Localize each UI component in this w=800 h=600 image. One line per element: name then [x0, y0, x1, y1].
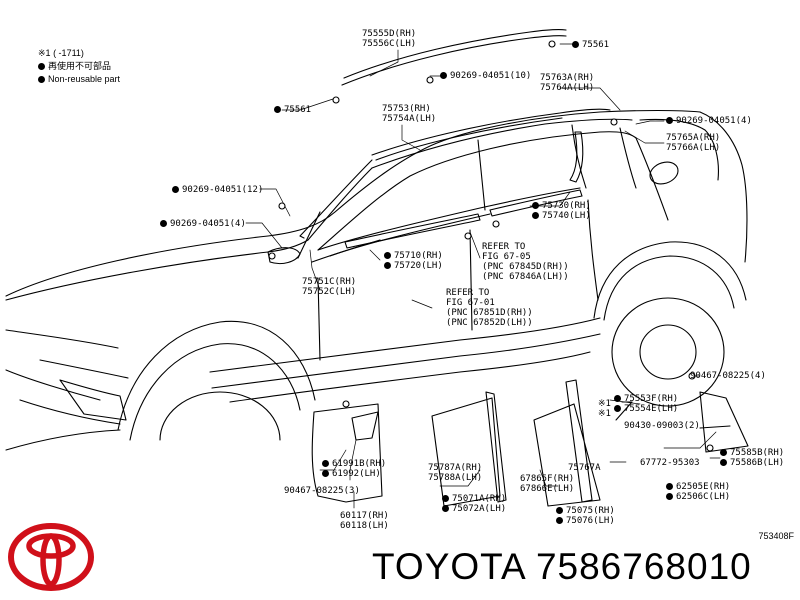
part-label: 62505E(RH): [666, 482, 730, 492]
part-label: 75556C(LH): [362, 39, 417, 49]
part-label: 75561: [572, 40, 609, 50]
part-label: 90467-08225(4): [690, 371, 766, 381]
dot-icon: [666, 483, 673, 490]
part-label: 75553F(RH): [614, 394, 678, 404]
mud-guard-75585b: [699, 391, 749, 453]
legend: ※1 ( -1711) 再使用不可部品 Non-reusable part: [38, 47, 120, 86]
dot-icon: [532, 202, 539, 209]
part-label: 75766A(LH): [666, 143, 721, 153]
part-label: 75754A(LH): [382, 114, 437, 124]
dot-icon: [666, 493, 673, 500]
dot-icon: [556, 517, 563, 524]
roof-molding-75555d: [341, 29, 567, 86]
part-label: 75072A(LH): [442, 504, 506, 514]
pillar-molding-75751c: [297, 211, 321, 259]
part-label: 75720(LH): [384, 261, 443, 271]
legend-header-mark: ※1: [38, 48, 51, 58]
part-label: 75586B(LH): [720, 458, 784, 468]
part-label: 75753(RH): [382, 104, 431, 114]
part-label: 90467-08225(3): [284, 486, 360, 496]
drip-molding-75753: [371, 108, 611, 161]
figure-reference: 753408F: [758, 531, 794, 541]
part-label: 60118(LH): [340, 521, 389, 531]
legend-item: Non-reusable part: [38, 73, 120, 86]
dot-icon: [38, 63, 45, 70]
dot-icon: [384, 252, 391, 259]
legend-header: ※1 ( -1711): [38, 47, 120, 60]
dot-icon: [384, 262, 391, 269]
part-label: 61992(LH): [322, 469, 381, 479]
car-body-outline: [5, 109, 748, 451]
part-label: 75763A(RH): [540, 73, 595, 83]
legend-item-text: Non-reusable part: [48, 74, 121, 84]
dot-icon: [274, 106, 281, 113]
dot-icon: [556, 507, 563, 514]
part-label: 75787A(RH): [428, 463, 483, 473]
part-label: 75554E(LH): [614, 404, 678, 414]
part-label: 90269-04051(4): [666, 116, 752, 126]
part-label: 75740(LH): [532, 211, 591, 221]
brand-part-number: TOYOTA 7586768010: [372, 546, 752, 587]
part-label: 90269-04051(12): [172, 185, 263, 195]
pillar-panel-75787a: [431, 391, 507, 507]
molding-75553f: [615, 401, 633, 421]
dot-icon: [322, 460, 329, 467]
part-label: 75730(RH): [532, 201, 591, 211]
legend-item: 再使用不可部品: [38, 60, 120, 73]
clip-icons: [268, 40, 714, 452]
part-label: 75764A(LH): [540, 83, 595, 93]
part-label: 90269-04051(10): [440, 71, 531, 81]
dot-icon: [532, 212, 539, 219]
dot-icon: [572, 41, 579, 48]
part-label: 75071A(RH): [442, 494, 506, 504]
part-label: 60117(RH): [340, 511, 389, 521]
reference-note: REFER TO FIG 67-01 (PNC 67851D(RH)) (PNC…: [446, 288, 533, 328]
part-label: 75555D(RH): [362, 29, 417, 39]
part-label: 90269-04051(4): [160, 219, 246, 229]
dot-icon: [442, 495, 449, 502]
dot-icon: [172, 186, 179, 193]
dot-icon: [440, 72, 447, 79]
part-label: 75765A(RH): [666, 133, 721, 143]
dot-icon: [38, 76, 45, 83]
dot-icon: [160, 220, 167, 227]
part-label: 67866E(LH): [520, 484, 575, 494]
part-label: 75752C(LH): [302, 287, 357, 297]
toyota-logo-icon: [8, 523, 94, 591]
reference-note: REFER TO FIG 67-05 (PNC 67845D(RH)) (PNC…: [482, 242, 569, 282]
part-label: 61991B(RH): [322, 459, 386, 469]
garnish-61991b: [351, 411, 379, 441]
part-label: 90430-09003(2): [624, 421, 700, 431]
part-label: 75585B(RH): [720, 448, 784, 458]
dot-icon: [720, 459, 727, 466]
part-label: 75561: [274, 105, 311, 115]
part-label: 67772-95303: [640, 458, 700, 468]
dot-icon: [666, 117, 673, 124]
legend-header-range: ( -1711): [53, 48, 84, 58]
dot-icon: [322, 470, 329, 477]
mark-note: ※1: [598, 399, 611, 409]
pillar-panel-75767a: [533, 379, 601, 507]
part-label: 75767A: [568, 463, 601, 473]
dot-icon: [614, 405, 621, 412]
dot-icon: [720, 449, 727, 456]
part-label: 75076(LH): [556, 516, 615, 526]
belt-molding-75710: [344, 213, 481, 249]
dot-icon: [442, 505, 449, 512]
dot-icon: [614, 395, 621, 402]
mud-guard-60117: [311, 403, 383, 503]
belt-molding-75730: [489, 189, 583, 217]
part-label: 67865F(RH): [520, 474, 575, 484]
part-label: 75788A(LH): [428, 473, 483, 483]
quarter-molding-75763a: [569, 131, 584, 183]
part-label: 75751C(RH): [302, 277, 357, 287]
part-label: 62506C(LH): [666, 492, 730, 502]
part-label: 75710(RH): [384, 251, 443, 261]
mark-note: ※1: [598, 409, 611, 419]
legend-item-text: 再使用不可部品: [48, 61, 112, 71]
part-label: 75075(RH): [556, 506, 615, 516]
